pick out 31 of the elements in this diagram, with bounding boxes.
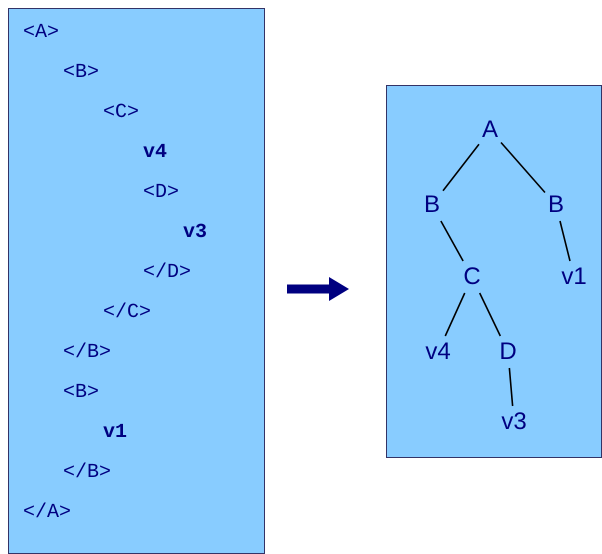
tree-branch-line (444, 292, 466, 336)
code-line: v1 (103, 421, 128, 445)
tree-node-label: B (548, 192, 564, 218)
code-line: </D> (143, 261, 192, 285)
tree-node-label: v4 (425, 339, 451, 365)
tree-node-label: A (482, 117, 498, 143)
code-line: <A> (23, 21, 60, 45)
tree-branch-line (440, 220, 464, 262)
code-line: </A> (23, 501, 72, 525)
tree-branch-line (442, 144, 480, 192)
code-line: v3 (183, 221, 208, 245)
code-line: <B> (63, 381, 100, 405)
tree-panel (386, 85, 602, 458)
tree-node-label: v1 (561, 264, 587, 290)
code-panel (8, 8, 265, 554)
code-line: </B> (63, 341, 112, 365)
tree-branch-line (478, 292, 502, 336)
arrow (287, 277, 349, 301)
tree-node-label: v3 (501, 409, 527, 435)
code-line: <B> (63, 61, 100, 85)
tree-branch-line (508, 368, 514, 406)
code-line: v4 (143, 141, 168, 165)
tree-branch-line (500, 142, 546, 194)
tree-branch-line (559, 220, 571, 262)
code-line: <D> (143, 181, 180, 205)
tree-node-label: B (424, 192, 440, 218)
tree-node-label: D (499, 339, 517, 365)
code-line: </C> (103, 301, 152, 325)
code-line: </B> (63, 461, 112, 485)
code-line: <C> (103, 101, 140, 125)
tree-node-label: C (463, 264, 481, 290)
